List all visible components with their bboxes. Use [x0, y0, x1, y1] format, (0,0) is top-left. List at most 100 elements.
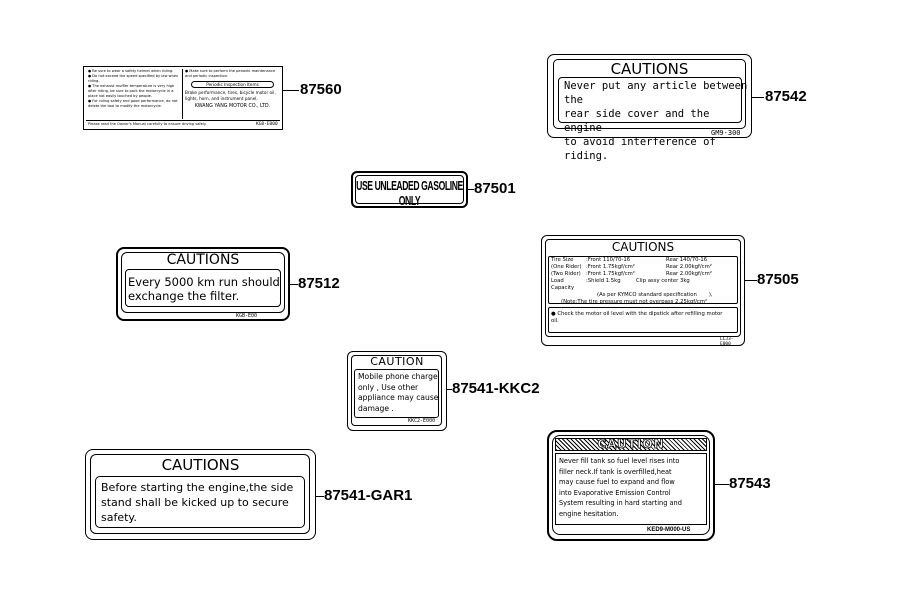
- label-gar1-line: stand shall be kicked up to secure: [101, 496, 289, 509]
- label-87543-line: into Evaporative Emission Control: [559, 488, 671, 497]
- label-87543-line: System resulting in hard starting and: [559, 499, 682, 507]
- label-87505: CAUTIONS Tire Size :Front 110/70-16 Rear…: [541, 235, 745, 347]
- label-kkc2-line: appliance may cause: [358, 393, 439, 402]
- label-87543-title-band: [555, 438, 707, 451]
- label-87560-right-body: Brake performance, tires, bicycle motor …: [185, 90, 276, 101]
- label-kkc2-title: CAUTION: [370, 355, 424, 368]
- label-87501: USE UNLEADED GASOLINE ONLY: [351, 171, 468, 208]
- part-number-87542: 87542: [765, 88, 807, 105]
- label-kkc2-line: damage .: [358, 403, 394, 413]
- label-87505-row: Load Capacity :Shield 1.5kg Clip assy ce…: [551, 278, 713, 292]
- label-87560-line: ● For riding safety and good performance…: [88, 99, 178, 108]
- label-kkc2-frame: [351, 355, 442, 426]
- label-87505-row: (Two Rider) :Front 1.75kgf/cm² Rear 2.00…: [551, 271, 713, 278]
- label-87501-frame: [355, 175, 464, 204]
- label-gar1: CAUTIONS Before starting the engine,the …: [85, 449, 316, 540]
- label-gar1-text: Before starting the engine,the side stan…: [101, 480, 293, 525]
- label-kkc2-text-box: [354, 369, 439, 418]
- label-87512-text: Every 5000 km run should exchange the fi…: [128, 275, 280, 303]
- label-87542-title: CAUTIONS: [610, 60, 689, 78]
- label-87560-line: ● The exhaust muffler temperature is ver…: [88, 84, 175, 98]
- label-87542-line: rear side cover and the engine: [564, 108, 710, 134]
- label-87560-company: KWANG YANG MOTOR CO., LTD.: [194, 104, 271, 109]
- label-87505-row: Tire Size :Front 110/70-16 Rear 140/70-1…: [551, 257, 713, 264]
- label-87560-left-text: ● Be sure to wear a safety helmet when r…: [88, 69, 180, 109]
- label-87512: CAUTIONS Every 5000 km run should exchan…: [116, 247, 290, 321]
- label-87505-cell: :Front 1.75kgf/cm²: [586, 271, 635, 277]
- label-87512-line: exchange the filter.: [128, 289, 240, 303]
- part-number-87560: 87560: [300, 81, 342, 98]
- label-gar1-line: safety.: [101, 511, 137, 524]
- label-87543-title: CAUTION: [597, 437, 665, 452]
- label-87560-line: ● Be sure to wear a safety helmet when r…: [88, 69, 174, 73]
- label-87505-cell: :Front 110/70-16: [586, 257, 631, 263]
- label-87505-cell: Load Capacity: [551, 278, 575, 291]
- label-87543-line: engine hesitation.: [559, 509, 619, 518]
- label-87543-line: Never fill tank so fuel level rises into: [559, 457, 680, 465]
- label-kkc2: CAUTION Mobile phone charge only , Use o…: [347, 351, 447, 431]
- label-gar1-text-box: [95, 476, 305, 528]
- label-87560: ● Be sure to wear a safety helmet when r…: [83, 66, 283, 130]
- label-87505-cell: Rear 2.00kgf/cm²: [666, 264, 712, 270]
- label-87505-note: (Note:The tire pressure must not overpas…: [561, 299, 708, 305]
- label-87505-cell: Rear 2.00kgf/cm²: [666, 271, 712, 277]
- label-87542-text: Never put any article between the rear s…: [564, 79, 751, 163]
- label-87560-footer-rule: [86, 120, 280, 121]
- label-87542: CAUTIONS Never put any article between t…: [547, 54, 752, 162]
- part-number-87541-kkc2: 87541-KKC2: [452, 380, 540, 397]
- label-kkc2-text: Mobile phone charge only , Use other app…: [358, 372, 438, 414]
- leader-87501: [468, 189, 474, 190]
- leader-87560: [283, 90, 299, 91]
- label-87512-title: CAUTIONS: [166, 252, 240, 268]
- label-gar1-title: CAUTIONS: [161, 456, 240, 474]
- label-87512-code: KGB-E00: [236, 313, 258, 319]
- label-87543-frame: [552, 435, 710, 535]
- label-87560-divider: [182, 69, 183, 119]
- label-87505-table: Tire Size :Front 110/70-16 Rear 140/70-1…: [551, 257, 713, 306]
- label-kkc2-line: only , Use other: [358, 382, 419, 392]
- leader-87505: [745, 280, 757, 281]
- label-87543-line: filler neck.If tank is overfilled,heat: [559, 467, 672, 476]
- part-number-87505: 87505: [757, 271, 799, 288]
- label-87542-frame: [553, 59, 746, 129]
- label-87560-inspection-box: Periodic Inspection Items: [191, 81, 274, 88]
- label-87560-code: KG8-E000: [256, 122, 278, 127]
- label-87542-code: GM9-300: [711, 129, 741, 137]
- label-87543-text: Never fill tank so fuel level rises into…: [559, 456, 682, 519]
- label-87542-text-box: [558, 77, 742, 123]
- leader-87543: [715, 484, 729, 485]
- label-87542-line: to avoid interference of riding.: [564, 136, 716, 162]
- label-gar1-line: Before starting the engine,the side: [101, 481, 294, 494]
- label-87543: CAUTION Never fill tank so fuel level ri…: [547, 430, 715, 541]
- label-gar1-frame: [90, 454, 310, 534]
- label-87501-text: USE UNLEADED GASOLINE ONLY: [356, 178, 463, 208]
- label-87505-table-box: [548, 256, 738, 304]
- label-87505-cell: (Two Rider): [551, 271, 581, 277]
- part-number-87501: 87501: [474, 180, 516, 197]
- label-87505-spec: (As per KYMCO standard specification),: [597, 292, 713, 298]
- label-kkc2-code: KKC2-E000: [408, 418, 436, 424]
- label-kkc2-line: Mobile phone charge: [358, 372, 438, 381]
- label-87542-line: Never put any article between the: [564, 80, 748, 106]
- label-87505-code: LLJ3-E000: [720, 337, 734, 347]
- bullet-icon: ●: [551, 311, 556, 317]
- label-87512-frame: [121, 252, 285, 313]
- label-87512-line: Every 5000 km run should: [128, 275, 280, 289]
- label-87560-right-top: ● Make sure to perform the periodic main…: [185, 69, 276, 78]
- label-87560-footer: Please read the Owner's Manual carefully…: [88, 122, 207, 126]
- part-number-87543: 87543: [729, 475, 771, 492]
- part-number-87541-gar1: 87541-GAR1: [324, 487, 413, 504]
- leader-87542: [752, 97, 764, 98]
- label-87505-cell: :Front 1.75kgf/cm²: [586, 264, 635, 270]
- label-87543-code: KED9-M000-US: [647, 527, 691, 533]
- label-87505-cell: Clip assy center 3kg: [636, 278, 690, 284]
- label-87505-bullet: ● Check the motor oil level with the dip…: [551, 311, 723, 324]
- label-87560-line: ● Do not exceed the speed specified by l…: [88, 74, 179, 83]
- label-87505-bullet-box: [548, 307, 738, 333]
- leader-87512: [290, 284, 298, 285]
- leader-kkc2: [447, 389, 452, 390]
- label-87505-row: (One Rider) :Front 1.75kgf/cm² Rear 2.00…: [551, 264, 713, 271]
- label-87543-text-box: [555, 453, 707, 525]
- label-87505-cell: Rear 140/70-16: [666, 257, 708, 263]
- label-87512-text-box: [125, 269, 281, 307]
